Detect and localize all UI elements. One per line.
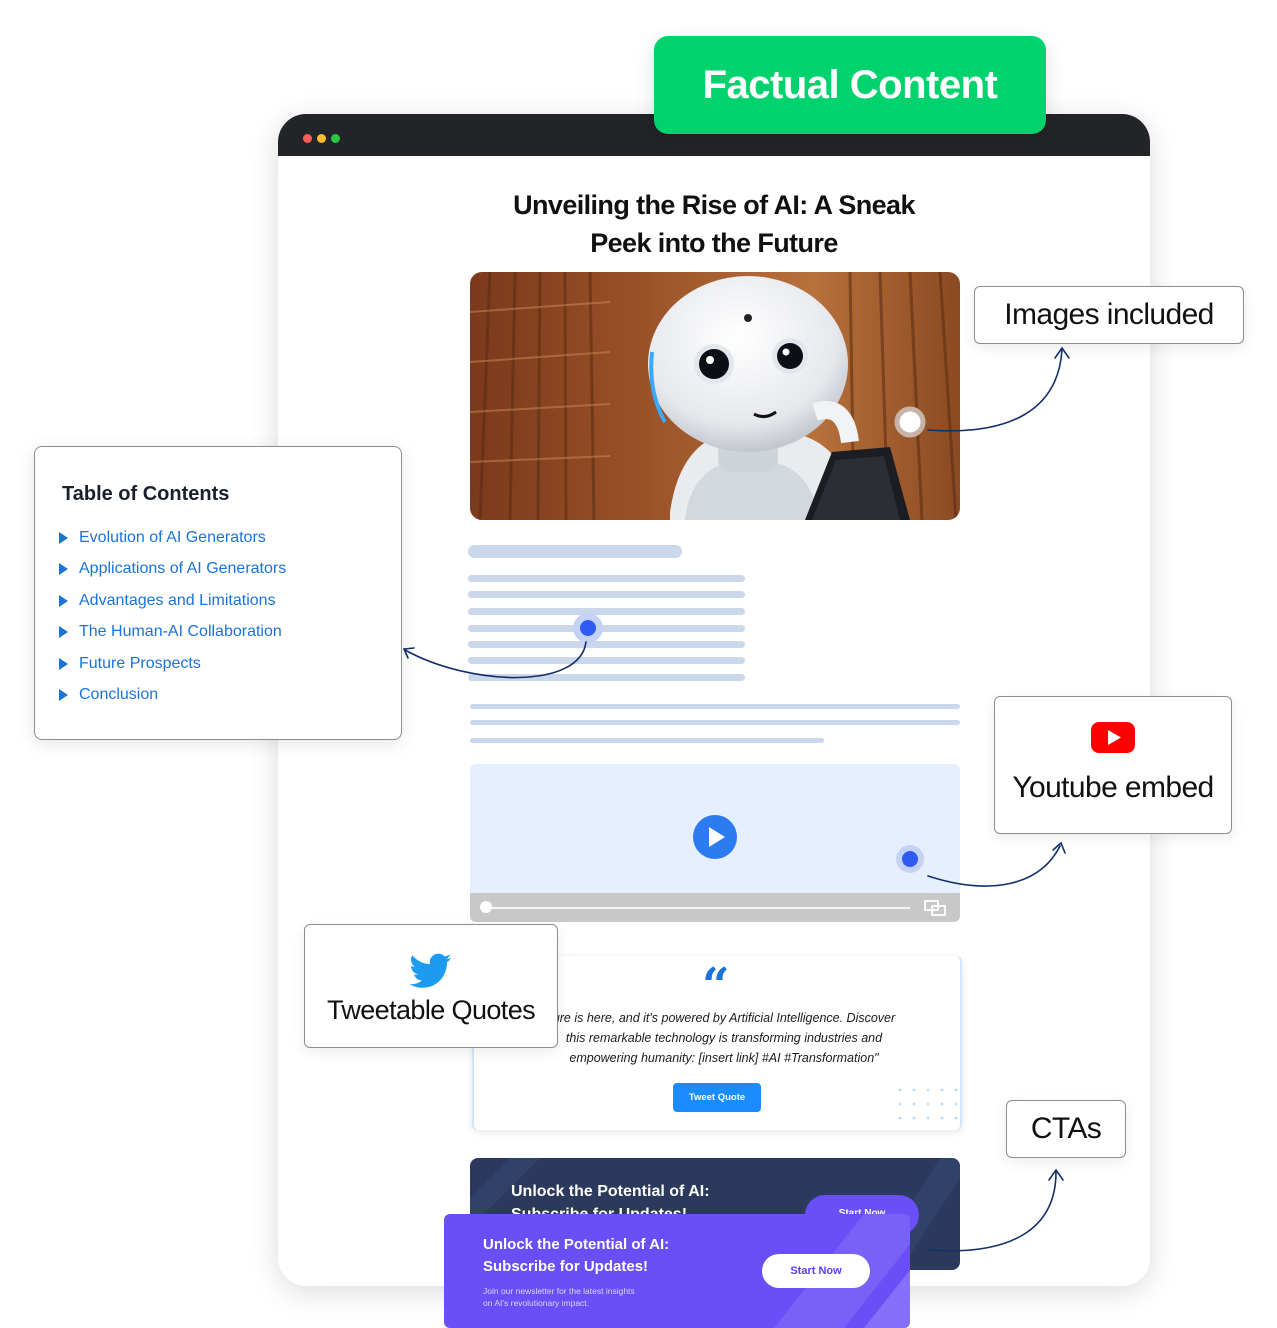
article-title-line2: Peek into the Future [590,228,838,258]
ctas-label: CTAs [1030,1112,1102,1145]
robot-illustration [470,272,960,520]
triangle-right-icon [59,595,68,607]
quote-mark-icon: “ [702,958,730,1014]
skeleton-line [468,674,745,681]
cta-banner-front: Unlock the Potential of AI: Subscribe fo… [444,1214,910,1328]
article-title-line1: Unveiling the Rise of AI: A Sneak [513,190,915,220]
triangle-right-icon [59,658,68,670]
triangle-right-icon [59,563,68,575]
toc-item[interactable]: Future Prospects [59,655,201,673]
minimize-dot-icon[interactable] [317,134,326,143]
cta-front-subtext-line: Join our newsletter for the latest insig… [483,1286,635,1296]
toc-item-label: Future Prospects [79,655,201,672]
tweet-quote-button[interactable]: Tweet Quote [673,1083,761,1112]
youtube-embed-callout: Youtube embed [994,696,1232,834]
close-dot-icon[interactable] [303,134,312,143]
cta-front-subtext: Join our newsletter for the latest insig… [483,1285,635,1309]
toc-item-label: Conclusion [79,686,159,703]
cta-front-heading-line: Unlock the Potential of AI: [483,1236,670,1253]
quote-line: this remarkable technology is transformi… [565,1031,883,1045]
toc-item[interactable]: Conclusion [59,686,159,704]
triangle-right-icon [59,626,68,638]
toc-item[interactable]: The Human-AI Collaboration [59,623,282,641]
toc-title: Table of Contents [62,483,230,505]
skeleton-line [470,704,960,709]
tweetable-quote-card: “ ure is here, and it's powered by Artif… [472,956,962,1130]
fullscreen-icon[interactable] [924,899,948,917]
image-marker-icon [894,406,926,438]
cta-front-heading: Unlock the Potential of AI: Subscribe fo… [483,1234,669,1278]
skeleton-line [468,641,745,648]
article-title: Unveiling the Rise of AI: A Sneak Peek i… [478,186,950,262]
images-included-callout: Images included [974,286,1244,344]
twitter-bird-icon [410,953,452,988]
factual-content-badge: Factual Content [654,36,1046,134]
tweetable-quotes-callout: Tweetable Quotes [304,924,558,1048]
quote-line: ure is here, and it's powered by Artific… [552,1011,896,1025]
toc-item-label: Evolution of AI Generators [79,529,266,546]
cta-front-subtext-line: on AI's revolutionary impact. [483,1298,590,1308]
triangle-right-icon [59,689,68,701]
skeleton-heading [468,545,682,558]
youtube-embed-label: Youtube embed [1012,770,1214,804]
skeleton-line [470,738,824,743]
skeleton-line [468,657,745,664]
skeleton-line [468,575,745,582]
toc-marker-icon [573,613,603,643]
toc-item-label: The Human-AI Collaboration [79,623,282,640]
video-progress-track[interactable] [484,907,910,909]
video-embed[interactable] [470,764,960,922]
skeleton-line [468,608,745,615]
youtube-logo-icon [1091,721,1135,753]
play-icon[interactable] [692,814,738,860]
toc-item-label: Applications of AI Generators [79,560,287,577]
video-marker-icon [896,845,924,873]
cta-front-heading-line: Subscribe for Updates! [483,1258,649,1275]
quote-line: empowering humanity: [insert link] #AI #… [569,1051,879,1065]
table-of-contents-card: Table of Contents Evolution of AI Genera… [34,446,402,740]
tweetable-quotes-label: Tweetable Quotes [326,994,536,1025]
cta-back-heading-line: Unlock the Potential of AI: [511,1183,710,1200]
hero-robot-image [470,272,960,520]
toc-item[interactable]: Evolution of AI Generators [59,529,266,547]
toc-item[interactable]: Applications of AI Generators [59,560,287,578]
toc-item[interactable]: Advantages and Limitations [59,592,276,610]
cta-front-start-button[interactable]: Start Now [762,1254,870,1288]
ctas-callout: CTAs [1006,1100,1126,1158]
video-control-bar [470,893,960,922]
skeleton-line [470,720,960,725]
video-scrubber-handle[interactable] [480,901,492,913]
quote-text: ure is here, and it's powered by Artific… [514,1008,934,1068]
triangle-right-icon [59,532,68,544]
toc-item-label: Advantages and Limitations [79,592,276,609]
images-included-label: Images included [1004,298,1214,331]
skeleton-line [468,591,745,598]
dot-pattern-decoration [898,1088,958,1120]
skeleton-line [468,625,745,632]
maximize-dot-icon[interactable] [331,134,340,143]
